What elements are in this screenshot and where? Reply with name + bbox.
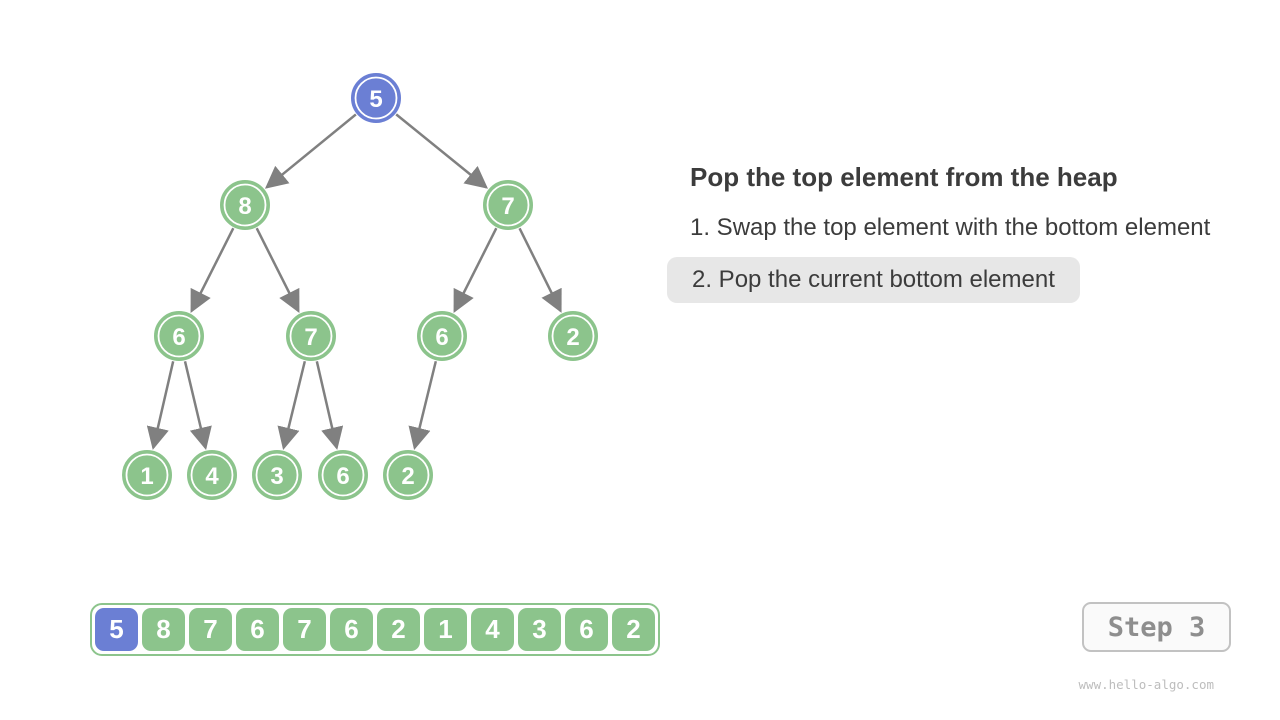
tree-node-6: 6	[417, 311, 467, 361]
tree-node-7: 7	[483, 180, 533, 230]
tree-node-6: 6	[154, 311, 204, 361]
tree-edge	[183, 361, 212, 450]
svg-text:8: 8	[238, 193, 251, 220]
tree-node-4: 4	[187, 450, 237, 500]
tree-edge	[255, 227, 300, 314]
tree-node-6: 6	[318, 450, 368, 500]
array-cell-9: 3	[518, 608, 561, 651]
panel-step-1: 1. Swap the top element with the bottom …	[690, 214, 1211, 241]
svg-text:7: 7	[304, 324, 317, 351]
svg-text:6: 6	[336, 463, 349, 490]
tree-node-2: 2	[383, 450, 433, 500]
tree-nodes: 5 8 7 6 7 6 2 1 4 3 6 2	[122, 73, 598, 500]
tree-edge	[277, 360, 307, 450]
svg-text:2: 2	[566, 324, 579, 351]
array-cell-1: 8	[142, 608, 185, 651]
panel-title: Pop the top element from the heap	[690, 162, 1118, 192]
panel-step-2-highlighted: 2. Pop the current bottom element	[667, 257, 1080, 303]
array-cell-0: 5	[95, 608, 138, 651]
array-cell-2: 7	[189, 608, 232, 651]
tree-edge	[190, 227, 235, 314]
heap-tree-svg: 5 8 7 6 7 6 2 1 4 3 6 2	[122, 73, 598, 500]
tree-node-8: 8	[220, 180, 270, 230]
svg-text:6: 6	[435, 324, 448, 351]
tree-edge	[518, 227, 562, 313]
tree-node-7: 7	[286, 311, 336, 361]
array-cell-4: 7	[283, 608, 326, 651]
svg-text:1: 1	[140, 463, 153, 490]
array-cell-3: 6	[236, 608, 279, 651]
tree-edge	[408, 360, 438, 450]
svg-text:7: 7	[501, 193, 514, 220]
svg-text:5: 5	[369, 86, 382, 113]
tree-edges	[146, 113, 562, 450]
array-cell-5: 6	[330, 608, 373, 651]
svg-text:2: 2	[401, 463, 414, 490]
svg-text:3: 3	[270, 463, 283, 490]
array-cell-7: 1	[424, 608, 467, 651]
tree-node-5: 5	[351, 73, 401, 123]
tree-node-3: 3	[252, 450, 302, 500]
tree-edge	[315, 361, 344, 450]
array-cell-11: 2	[612, 608, 655, 651]
array-cell-8: 4	[471, 608, 514, 651]
tree-edge	[264, 113, 357, 189]
tree-edge	[395, 113, 488, 189]
svg-text:6: 6	[172, 324, 185, 351]
array-cell-10: 6	[565, 608, 608, 651]
watermark: www.hello-algo.com	[1078, 677, 1214, 692]
tree-node-2: 2	[548, 311, 598, 361]
svg-text:4: 4	[205, 463, 219, 490]
step-badge: Step 3	[1082, 602, 1231, 652]
array-cell-6: 2	[377, 608, 420, 651]
tree-node-1: 1	[122, 450, 172, 500]
tree-edge	[453, 227, 498, 314]
tree-edge	[146, 361, 175, 450]
